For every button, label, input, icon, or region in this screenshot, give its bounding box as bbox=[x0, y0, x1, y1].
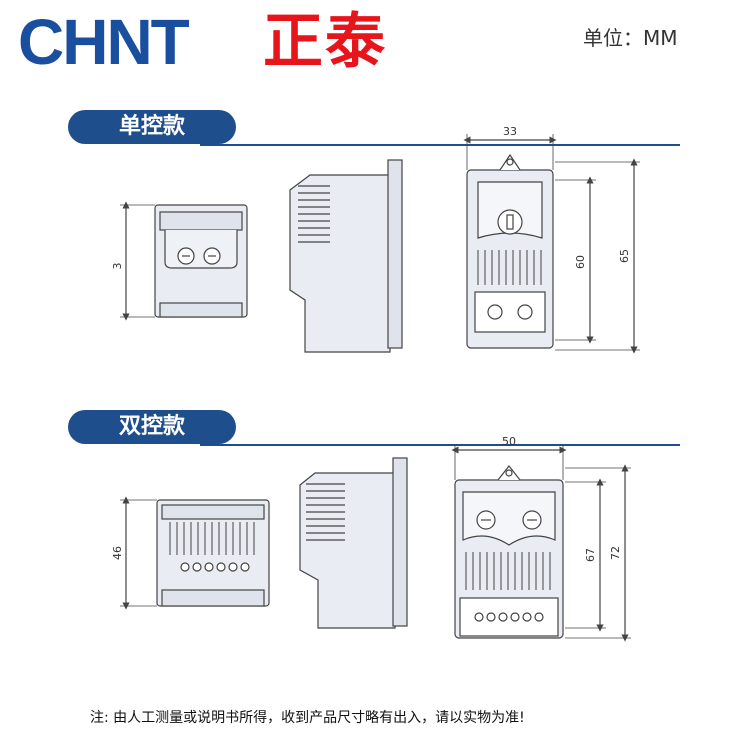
section-title-double: 双控款 bbox=[68, 410, 236, 444]
section-divider-double bbox=[200, 444, 680, 446]
single-front-view bbox=[154, 204, 248, 318]
section-divider-single bbox=[200, 144, 680, 146]
double-outer-height-label: 72 bbox=[609, 546, 622, 560]
brand-logo-en: CHNT bbox=[18, 6, 190, 78]
double-inner-height-label: 67 bbox=[584, 548, 597, 562]
double-front-height-label: 46 bbox=[111, 546, 124, 560]
double-width-label: 50 bbox=[502, 435, 516, 448]
section-title-single: 单控款 bbox=[68, 110, 236, 144]
double-side-view bbox=[299, 457, 408, 629]
footer-note: 注: 由人工测量或说明书所得，收到产品尺寸略有出入，请以实物为准! bbox=[90, 710, 525, 726]
single-side-view bbox=[289, 159, 403, 353]
single-back-view bbox=[466, 153, 554, 349]
single-outer-height-label: 65 bbox=[618, 249, 631, 263]
single-inner-height-label: 60 bbox=[574, 255, 587, 269]
unit-label: 单位：MM bbox=[583, 26, 678, 50]
single-front-height-label: 3 bbox=[111, 263, 124, 270]
single-width-label: 33 bbox=[503, 125, 517, 138]
double-back-view bbox=[454, 465, 564, 639]
double-front-view bbox=[156, 499, 270, 607]
brand-logo-cn: 正泰 bbox=[263, 7, 387, 77]
